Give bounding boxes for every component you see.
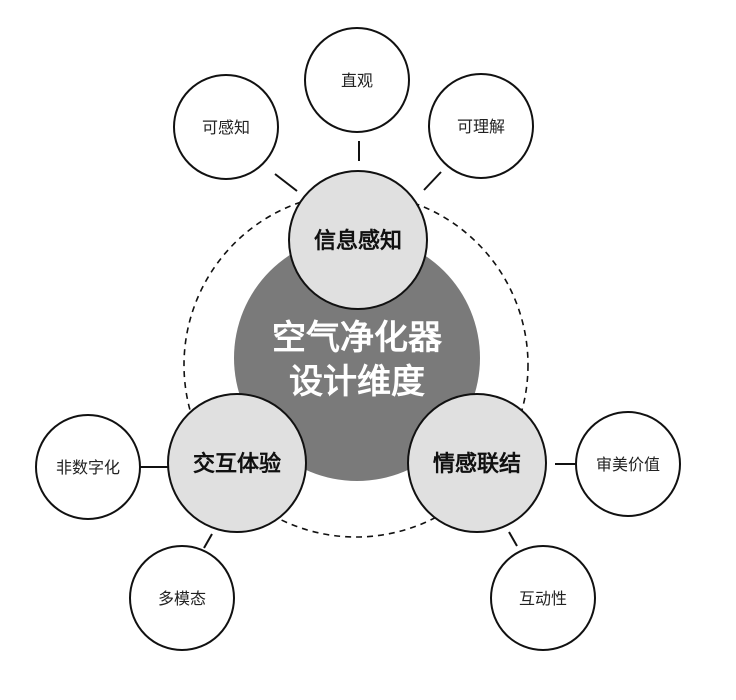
subnode-intuitive: 直观 bbox=[304, 27, 410, 133]
subnode-aesthetic-circle bbox=[575, 411, 681, 517]
center-title-line2: 设计维度 bbox=[289, 362, 425, 402]
subnode-perceivable: 可感知 bbox=[173, 74, 279, 180]
subnode-multimodal: 多模态 bbox=[129, 545, 235, 651]
node-emotion-circle bbox=[407, 393, 547, 533]
subnode-intuitive-circle bbox=[304, 27, 410, 133]
node-info-perception: 信息感知 bbox=[288, 170, 428, 310]
center-title-line1: 空气净化器 bbox=[272, 318, 443, 358]
connector-understandable bbox=[423, 171, 442, 191]
subnode-perceivable-label: 可感知 bbox=[202, 118, 250, 137]
node-emotional-connection: 情感联结 bbox=[407, 393, 547, 533]
node-emotion-label: 情感联结 bbox=[433, 451, 521, 477]
subnode-understandable-circle bbox=[428, 73, 534, 179]
node-info-circle bbox=[288, 170, 428, 310]
subnode-perceivable-circle bbox=[173, 74, 279, 180]
connector-interactive bbox=[508, 531, 518, 547]
center-circle bbox=[234, 235, 480, 481]
connector-lines bbox=[140, 141, 576, 549]
node-interaction-circle bbox=[167, 393, 307, 533]
subnode-non-digital-circle bbox=[35, 414, 141, 520]
connector-perceivable bbox=[274, 173, 298, 192]
subnode-interactive-circle bbox=[490, 545, 596, 651]
center-node: 空气净化器 设计维度 bbox=[234, 235, 480, 481]
node-interaction-label: 交互体验 bbox=[193, 451, 281, 477]
subnode-interactive-label: 互动性 bbox=[519, 589, 567, 608]
node-interaction-experience: 交互体验 bbox=[167, 393, 307, 533]
subnode-understandable: 可理解 bbox=[428, 73, 534, 179]
subnode-multimodal-label: 多模态 bbox=[158, 589, 206, 608]
dashed-ring bbox=[183, 192, 529, 538]
subnode-non-digital-label: 非数字化 bbox=[56, 458, 120, 477]
subnode-aesthetic: 审美价值 bbox=[575, 411, 681, 517]
node-info-label: 信息感知 bbox=[314, 228, 402, 254]
connector-multimodal bbox=[203, 533, 213, 549]
subnode-multimodal-circle bbox=[129, 545, 235, 651]
subnode-aesthetic-label: 审美价值 bbox=[596, 455, 660, 474]
subnode-interactive: 互动性 bbox=[490, 545, 596, 651]
subnode-understandable-label: 可理解 bbox=[457, 117, 505, 136]
subnode-non-digital: 非数字化 bbox=[35, 414, 141, 520]
subnode-intuitive-label: 直观 bbox=[341, 71, 373, 90]
